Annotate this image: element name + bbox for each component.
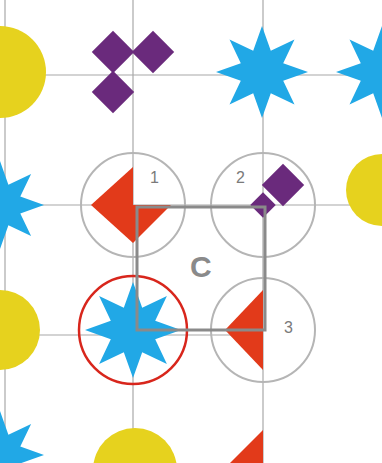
callout-number: 2 [236,170,245,186]
red-triangle [133,205,171,243]
red-triangle [91,167,133,243]
tile-symbols [0,26,382,463]
tile-letter: C [190,252,212,282]
blue-star [336,26,382,118]
blue-star [216,26,308,118]
purple-square [92,31,134,73]
blue-star [0,161,44,249]
yellow-circle [0,290,40,370]
blue-star [0,411,44,463]
purple-square [250,192,275,217]
red-triangle [230,430,263,463]
purple-square [92,71,134,113]
red-triangle [225,290,263,330]
placement-circles [79,153,315,384]
callout-number: 3 [284,320,293,336]
purple-square [132,31,174,73]
callout-number: 1 [150,170,159,186]
red-triangle [225,330,263,370]
yellow-circle [346,154,382,226]
yellow-circle [93,428,177,463]
yellow-circle [0,26,46,118]
